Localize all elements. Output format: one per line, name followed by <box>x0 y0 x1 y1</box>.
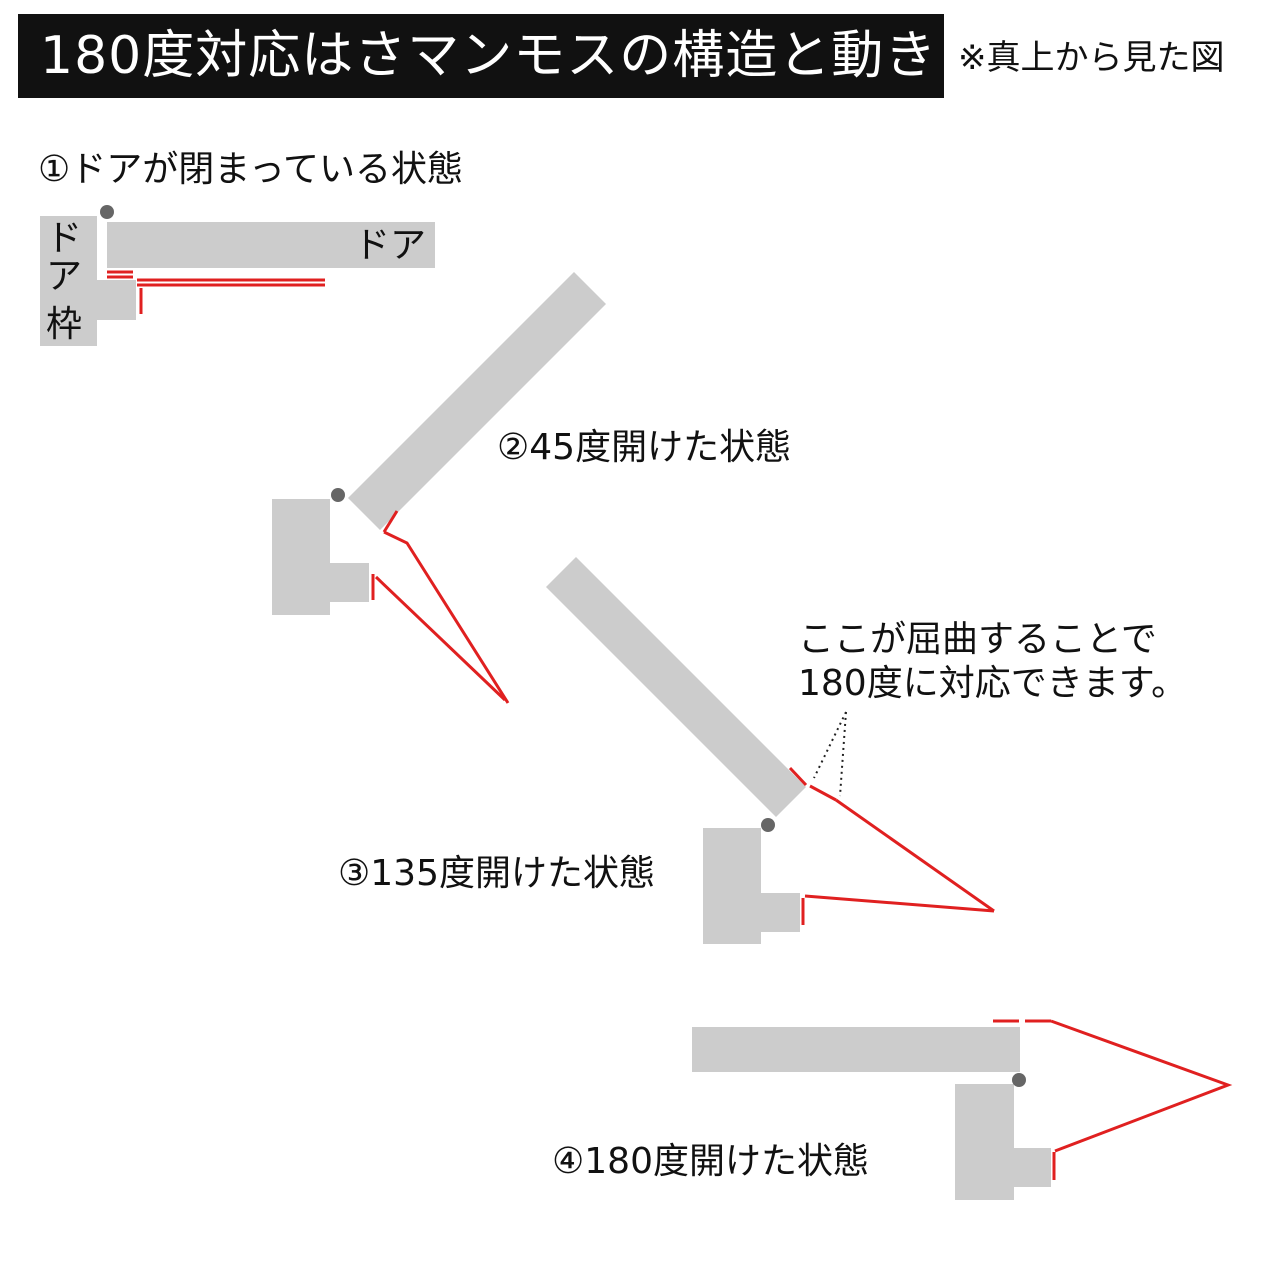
hinge-pivot-1 <box>100 205 114 219</box>
finger-guard-1 <box>107 270 325 314</box>
door-frame-3 <box>703 828 800 944</box>
state-3-label: ③135度開けた状態 <box>338 853 655 894</box>
state-3-diagram <box>546 557 995 944</box>
door-1 <box>107 222 435 268</box>
door-frame-2 <box>272 499 369 615</box>
door-3 <box>546 557 806 817</box>
state-2-diagram <box>272 272 606 704</box>
state-1-label: ①ドアが閉まっている状態 <box>38 149 464 190</box>
door-2 <box>348 272 606 530</box>
state-2-label: ②45度開けた状態 <box>497 427 792 468</box>
state-1-diagram <box>40 205 435 346</box>
view-note: ※真上から見た図 <box>958 38 1225 78</box>
callout-leader <box>813 711 847 797</box>
finger-guard-3 <box>788 766 995 925</box>
bend-callout: ここが屈曲することで 180度に対応できます。 <box>798 618 1187 706</box>
frame-label-3: 枠 <box>46 304 83 345</box>
frame-label-2: ア <box>46 256 83 297</box>
door-4 <box>692 1027 1020 1072</box>
door-frame-4 <box>955 1084 1051 1200</box>
hinge-pivot-3 <box>761 818 775 832</box>
title-banner: 180度対応はさマンモスの構造と動き <box>18 14 944 98</box>
state-4-label: ④180度開けた状態 <box>552 1141 869 1182</box>
callout-line-2: 180度に対応できます。 <box>798 663 1188 704</box>
finger-guard-2 <box>371 510 510 704</box>
hinge-pivot-2 <box>331 488 345 502</box>
frame-label-1: ド <box>46 218 83 259</box>
callout-line-1: ここが屈曲することで <box>798 619 1157 660</box>
finger-guard-4 <box>993 1019 1233 1180</box>
hinge-pivot-4 <box>1012 1073 1026 1087</box>
door-label: ドア <box>354 225 427 266</box>
diagram-title: 180度対応はさマンモスの構造と動き <box>40 26 938 86</box>
state-4-diagram <box>692 1019 1233 1200</box>
door-frame-1 <box>40 216 136 346</box>
